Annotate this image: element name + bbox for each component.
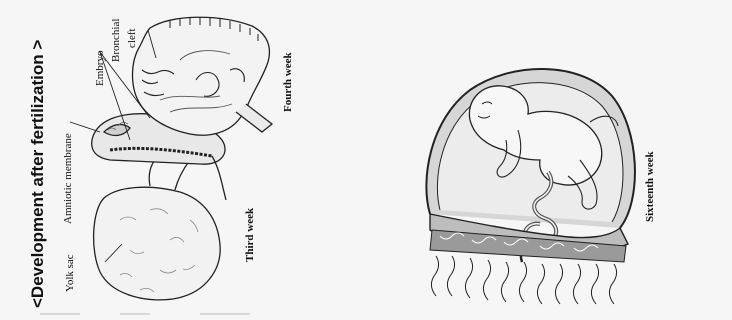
sixteenth-week-caption: Sixteenth week [644,151,656,222]
yolk-sac-shape [94,187,221,300]
embryo-label: Embryo [94,51,106,86]
fourth-week-caption: Fourth week [282,52,294,112]
bronchial-label: Bronchial [110,19,122,62]
cleft-label: cleft [126,28,138,48]
fourth-week-figure [133,17,273,135]
amniotic-membrane-label: Amniotic membrane [62,133,74,224]
yolk-sac-label: Yolk sac [64,254,76,292]
sixteenth-week-figure [426,69,635,304]
third-week-caption: Third week [244,208,256,262]
